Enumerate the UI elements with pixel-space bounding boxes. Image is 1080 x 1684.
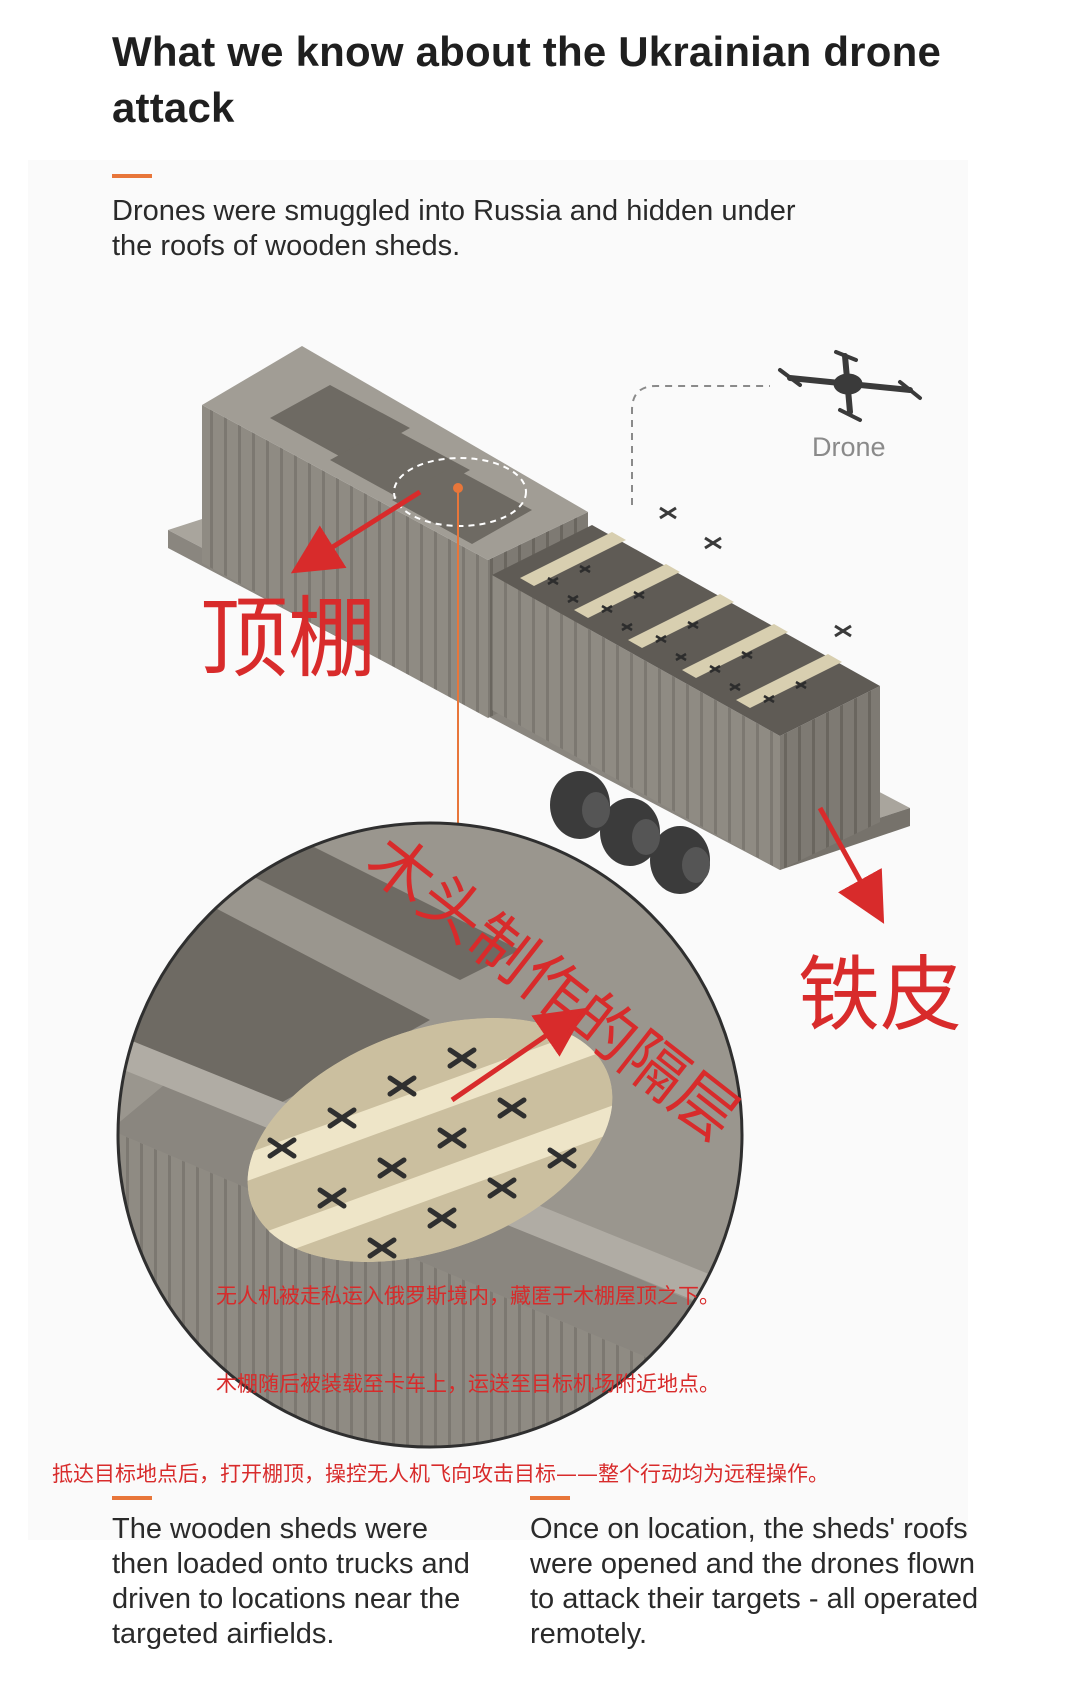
zoomed-drones <box>267 1047 577 1259</box>
accent-bar-step-2 <box>112 1496 152 1500</box>
wooden-dividers <box>520 532 842 708</box>
drone-label: Drone <box>812 432 886 462</box>
roof-arrow <box>290 489 422 574</box>
roof-highlight-ring <box>393 457 527 527</box>
iron-sheet-arrow <box>817 806 885 924</box>
zh-caption-step-2: 木棚随后被装载至卡车上，运送至目标机场附近地点。 <box>216 1372 720 1396</box>
zh-caption-step-3: 抵达目标地点后，打开棚顶，操控无人机飞向攻击目标——整个行动均为远程操作。 <box>52 1462 829 1486</box>
roof-annotation: 顶棚 <box>200 587 377 690</box>
open-shed <box>492 525 880 870</box>
stored-drones <box>547 564 807 704</box>
drone-flight-path <box>631 385 770 505</box>
accent-bar-step-3 <box>530 1496 570 1500</box>
caption-step-1: Drones were smuggled into Russia and hid… <box>112 195 796 262</box>
wooden-layer-arrow <box>450 1007 587 1103</box>
caption-step-2: The wooden sheds were then loaded onto t… <box>112 1513 470 1650</box>
caption-step-3: Once on location, the sheds' roofs were … <box>530 1513 979 1650</box>
iron-sheet-annotation: 铁皮 <box>798 948 963 1043</box>
zh-caption-step-1: 无人机被走私运入俄罗斯境内，藏匿于木棚屋顶之下。 <box>216 1284 720 1308</box>
annotation-arrows <box>290 489 885 1103</box>
flying-drones <box>659 506 852 638</box>
zoom-detail-circle <box>116 821 744 1449</box>
roof-panel <box>392 467 532 544</box>
truck-wheels <box>550 771 710 894</box>
accent-bar-top <box>112 174 152 178</box>
drone-icon <box>778 350 922 422</box>
page-title: What we know about the Ukrainian drone a… <box>112 28 941 131</box>
